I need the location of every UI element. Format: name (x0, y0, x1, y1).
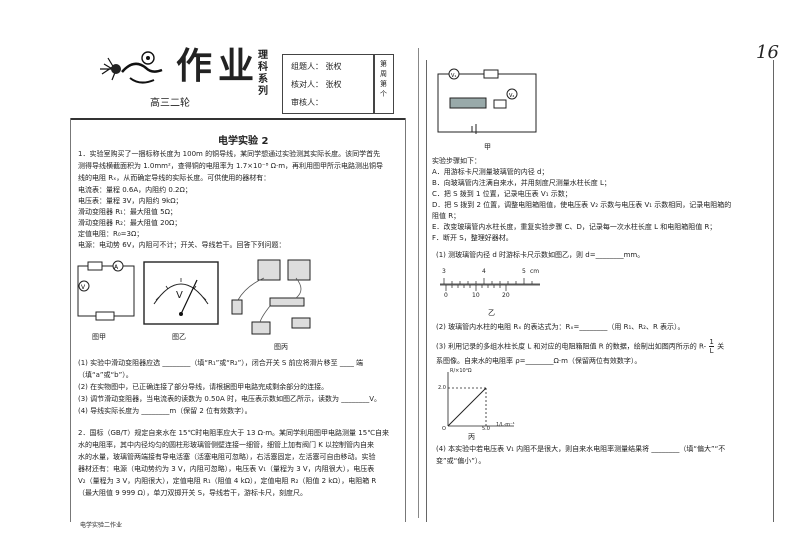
caliper-main-label: 4 (482, 268, 486, 275)
q1-question: (3) 调节滑动变阻器，当电流表的读数为 0.50A 时，电压表示数如图乙所示，… (78, 395, 381, 403)
q2-line: 水的电阻率，其中内径均匀的圆柱形玻璃管侧壁连接一细管，细管上加有阀门 K 以控制… (78, 441, 375, 449)
svg-text:V₂: V₂ (509, 93, 514, 99)
svg-text:A: A (114, 264, 119, 271)
caliper-main-label: 5 (522, 268, 526, 275)
q1-line: 电压表：量程 3V，内阻约 9kΩ； (78, 197, 183, 205)
vernier-caliper: 3 4 5 cm 0 10 20 (440, 264, 540, 308)
left-frame-left (70, 118, 71, 522)
right-frame-left (426, 60, 427, 522)
step: 阻值 R； (432, 212, 461, 220)
q1-question: （填“a”或“b”）。 (78, 371, 133, 379)
info-label: 组题人： (291, 62, 323, 71)
info-row-reviewer: 审核人： (291, 97, 323, 108)
r-vs-inverse-l-graph: R/×10⁴Ω 2.0 O 5.0 1/L·m⁻¹ (438, 368, 518, 432)
meter-symbol: V (176, 290, 183, 301)
column-divider (418, 48, 419, 518)
fig-label-c: 图丙 (274, 343, 288, 351)
q1-line: 电流表：量程 0.6A，内阻约 0.2Ω； (78, 186, 192, 194)
info-value: 张权 (325, 62, 342, 71)
question-3: (3) 利用记录的多组水柱长度 L 和对应的电阻箱阻值 R 的数据，绘制出如图丙… (436, 338, 724, 355)
header-rule (70, 118, 405, 120)
caliper-vernier-label: 20 (502, 292, 510, 299)
question-4: (4) 本实验中若电压表 V₁ 内阻不是很大，则自来水电阻率测量结果将 ____… (436, 445, 726, 453)
question-3-part: 关 (717, 342, 725, 351)
logo-mascot (94, 44, 172, 94)
fig-label-b: 图乙 (172, 333, 186, 341)
graph-x-unit: 1/L·m⁻¹ (496, 422, 515, 428)
question-1: (1) 测玻璃管内径 d 时游标卡尺示数如图乙，则 d=________mm。 (436, 251, 645, 259)
question-3-cont: 系图像。自来水的电阻率 ρ=________Ω·m（保留两位有效数字）。 (436, 357, 642, 365)
q2-line: 器材还有：电源（电动势约为 3 V，内阻可忽略），电压表 V₁（量程为 3 V，… (78, 465, 375, 473)
svg-text:V₁: V₁ (451, 73, 456, 79)
step: D．把 S 拨到 2 位置，调整电阻箱阻值，使电压表 V₂ 示数与电压表 V₁ … (432, 201, 732, 209)
week-box: 第 周 第 个 (374, 54, 394, 114)
q1-line: 1．实验室购买了一捆标称长度为 100m 的铜导线，某同学想通过实验测其实际长度… (78, 150, 381, 158)
graph-y-tick: 2.0 (438, 385, 446, 391)
caliper-vernier-label: 0 (444, 292, 448, 299)
info-row-composer: 组题人： 张权 (291, 61, 342, 72)
page-footer: 电学实验二作业 (80, 522, 123, 529)
experiment-circuit: V₁ V₂ (432, 64, 542, 142)
right-frame-right (773, 60, 774, 522)
q2-line: 水的水量，玻璃管两端接有导电活塞（活塞电阻可忽略），右活塞固定，左活塞可自由移动… (78, 453, 376, 461)
voltmeter-figure-b: V (142, 260, 220, 326)
question-3-part: (3) 利用记录的多组水柱长度 L 和对应的电阻箱阻值 R 的数据，绘制出如图丙… (436, 342, 707, 351)
circuit-figure-a: A V (74, 256, 140, 334)
step: A．用游标卡尺测量玻璃管的内径 d； (432, 168, 549, 176)
q2-line: V₂（量程为 3 V，内阻很大），定值电阻 R₁（阻值 4 kΩ），定值电阻 R… (78, 477, 377, 485)
caliper-unit: cm (530, 268, 540, 275)
info-label: 审核人： (291, 98, 323, 107)
left-frame-right (405, 118, 406, 522)
question-4-cont: 变”或“偏小”）。 (436, 457, 486, 465)
step: B．向玻璃管内注满自来水，并用刻度尺测量水柱长度 L； (432, 179, 611, 187)
q2-line: （最大阻值 9 999 Ω），单刀双掷开关 S，导线若干，游标卡尺，刻度尺。 (78, 489, 308, 497)
fig-label-jia: 甲 (484, 143, 491, 151)
fig-label-a: 图甲 (92, 333, 106, 341)
q1-line: 电源：电动势 6V，内阻可不计；开关、导线若干。回答下列问题： (78, 241, 286, 249)
info-box: 组题人： 张权 核对人： 张权 审核人： (282, 54, 374, 114)
step: C．把 S 拨到 1 位置，记录电压表 V₁ 示数； (432, 190, 572, 198)
svg-text:V: V (81, 284, 86, 291)
question-2: (2) 玻璃管内水柱的电阻 Rₓ 的表达式为：Rₓ=________（用 R₁、… (436, 323, 685, 331)
info-value: 张权 (325, 80, 342, 89)
info-label: 核对人： (291, 80, 323, 89)
graph-x-tick: 5.0 (482, 426, 490, 432)
q1-line: 滑动变阻器 R₂：最大阻值 20Ω； (78, 219, 182, 227)
series-label: 理科系列 (258, 50, 268, 97)
week-text: 第 周 第 个 (380, 60, 387, 98)
page-number: 16 (756, 42, 779, 63)
caliper-main-label: 3 (442, 268, 446, 275)
steps-title: 实验步骤如下： (432, 157, 481, 165)
step: E．改变玻璃管内水柱长度，重复实验步骤 C、D，记录每一次水柱长度 L 和电阻箱… (432, 223, 717, 231)
fraction-den: L (709, 347, 714, 355)
q1-line: 测得导线横截面积为 1.0mm²，查得铜的电阻率为 1.7×10⁻⁸ Ω·m，再… (78, 162, 384, 170)
graph-y-label: R/×10⁴Ω (450, 368, 472, 374)
caliper-caption: 乙 (488, 309, 495, 317)
graph-origin: O (442, 426, 446, 432)
graph-caption: 丙 (468, 433, 475, 441)
caliper-vernier-label: 10 (472, 292, 480, 299)
q1-line: 线的电阻 Rₓ，从而确定导线的实际长度。可供使用的器材有： (78, 174, 271, 182)
brand-title: 作业 (176, 45, 261, 87)
section-title: 电学实验 2 (218, 136, 269, 147)
q1-line: 滑动变阻器 R₁：最大阻值 5Ω； (78, 208, 177, 216)
step: F．断开 S，整理好器材。 (432, 234, 513, 242)
grade-label: 高三二轮 (150, 98, 190, 109)
q1-question: (1) 实验中滑动变阻器应选 ________（填“R₁”或“R₂”），闭合开关… (78, 359, 364, 367)
q2-line: 2．国标（GB/T）规定自来水在 15℃时电阻率应大于 13 Ω·m。某同学利用… (78, 429, 390, 437)
q1-question: (4) 导线实际长度为 ________m（保留 2 位有效数字）。 (78, 407, 252, 415)
q1-line: 定值电阻：R₀=3Ω； (78, 230, 144, 238)
wiring-figure-c (226, 256, 332, 340)
info-row-checker: 核对人： 张权 (291, 79, 342, 90)
fraction: 1 L (709, 338, 714, 355)
q1-question: (2) 在实物图中，已正确连接了部分导线，请根据图甲电路完成剩余部分的连接。 (78, 383, 329, 391)
fraction-num: 1 (709, 338, 714, 347)
